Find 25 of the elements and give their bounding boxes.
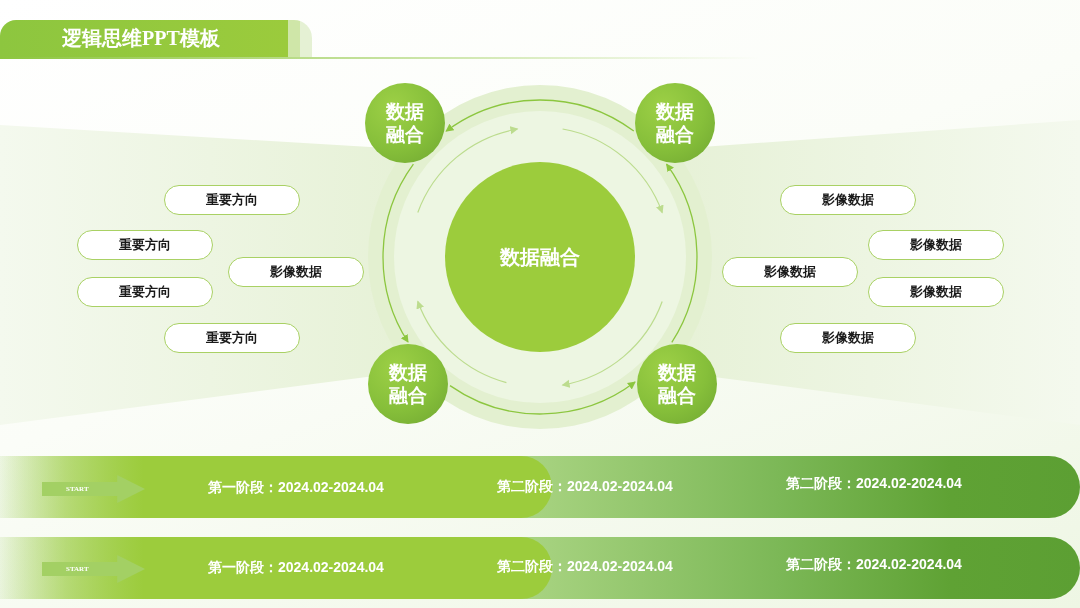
tag-pill: 影像数据 xyxy=(228,257,364,287)
phase-text: 第二阶段：2024.02-2024.04 xyxy=(497,558,673,576)
phase-text: 第二阶段：2024.02-2024.04 xyxy=(786,475,962,493)
topic-circle: 数据融合 xyxy=(365,83,445,163)
tag-pill: 重要方向 xyxy=(164,323,300,353)
topic-circle: 数据融合 xyxy=(635,83,715,163)
phase-text: 第一阶段：2024.02-2024.04 xyxy=(208,559,384,577)
tag-pill: 重要方向 xyxy=(77,277,213,307)
tag-pill: 影像数据 xyxy=(722,257,858,287)
slide-title: 逻辑思维PPT模板 xyxy=(62,26,220,51)
curved-arrow xyxy=(665,163,698,343)
tag-pill: 影像数据 xyxy=(868,230,1004,260)
tag-pill: 影像数据 xyxy=(780,323,916,353)
tag-pill: 影像数据 xyxy=(868,277,1004,307)
phase-text: 第二阶段：2024.02-2024.04 xyxy=(497,478,673,496)
tag-pill: 重要方向 xyxy=(164,185,300,215)
timeline-bar xyxy=(0,537,1080,599)
curved-arrow xyxy=(449,381,636,415)
curved-arrow xyxy=(445,99,635,132)
timeline-bar xyxy=(0,456,1080,518)
phase-text: 第一阶段：2024.02-2024.04 xyxy=(208,479,384,497)
phase-text: 第二阶段：2024.02-2024.04 xyxy=(786,556,962,574)
curved-arrow xyxy=(382,163,415,343)
tag-pill: 重要方向 xyxy=(77,230,213,260)
tag-pill: 影像数据 xyxy=(780,185,916,215)
